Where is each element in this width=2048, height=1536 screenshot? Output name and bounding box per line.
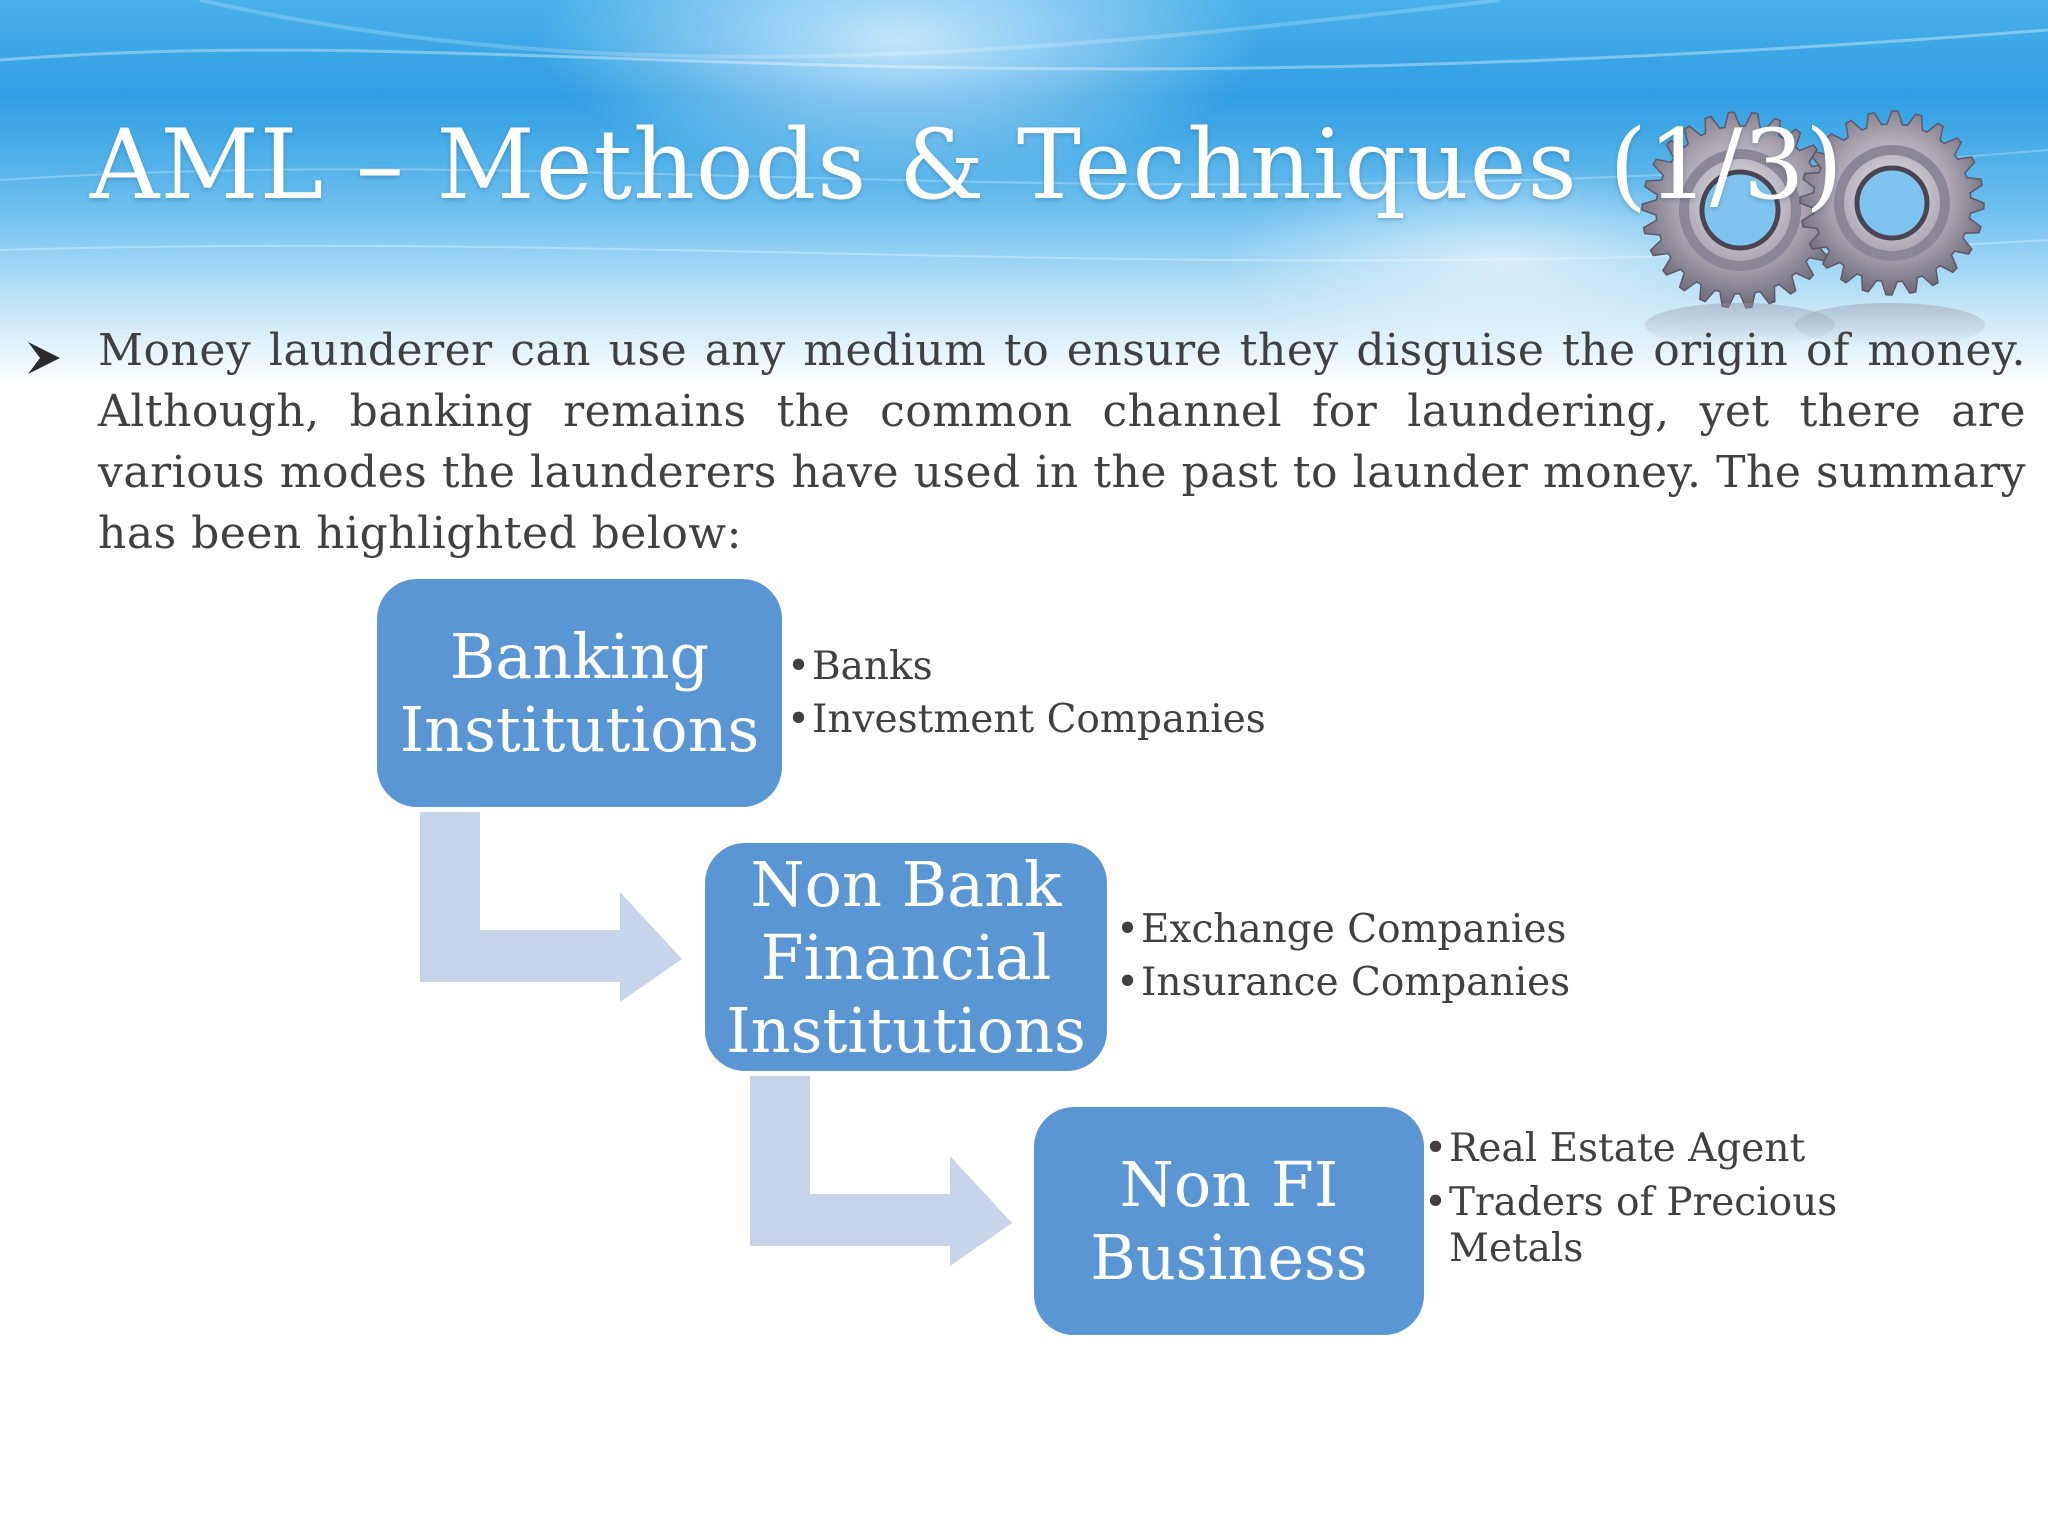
level-box-non-bank-financial-institutions: Non Bank Financial Institutions — [705, 843, 1107, 1071]
list-item: Banks — [787, 640, 1287, 693]
list-item: Investment Companies — [787, 693, 1287, 746]
gears-icon — [1641, 110, 1985, 347]
bent-arrow-2 — [750, 1076, 1012, 1266]
level-items-banking: Banks Investment Companies — [787, 640, 1287, 746]
level-box-banking-institutions: Banking Institutions — [377, 579, 782, 807]
list-item: Real Estate Agent — [1424, 1126, 1844, 1172]
bent-arrow-1 — [420, 812, 682, 1002]
level-items-non-bank: Exchange Companies Insurance Companies — [1116, 903, 1616, 1009]
intro-paragraph: Money launderer can use any medium to en… — [98, 325, 2026, 559]
level-box-non-fi-business: Non FI Business — [1034, 1107, 1424, 1335]
list-item: Exchange Companies — [1116, 903, 1616, 956]
arrowhead-bullet-icon — [28, 342, 60, 374]
level-items-non-fi: Real Estate Agent Traders of Precious Me… — [1424, 1126, 1844, 1280]
header-banner: AML – Methods & Techniques (1/3) — [0, 0, 2048, 385]
slide-title: AML – Methods & Techniques (1/3) — [90, 109, 1844, 221]
list-item: Insurance Companies — [1116, 956, 1616, 1009]
list-item: Traders of Precious Metals — [1424, 1180, 1844, 1272]
banner-light-streaks — [0, 0, 2048, 262]
